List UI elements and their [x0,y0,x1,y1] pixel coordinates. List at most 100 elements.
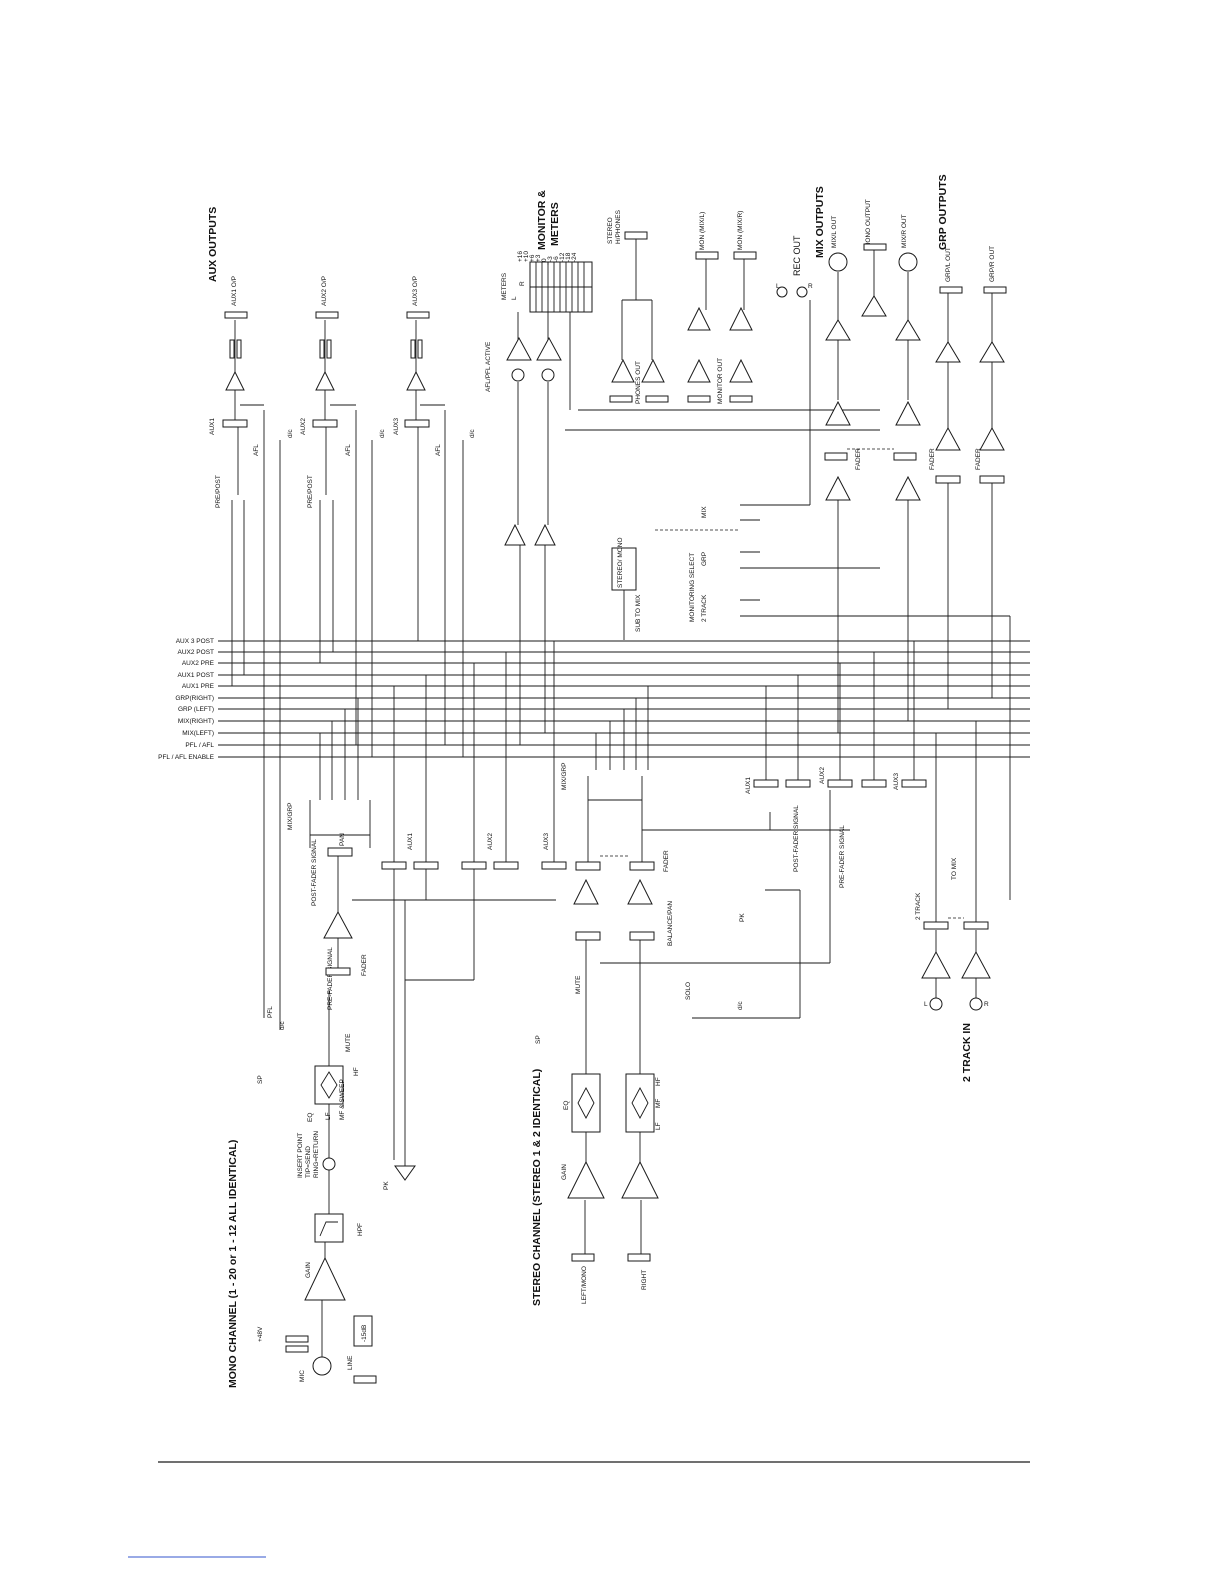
afl-pfl-led-r [541,368,555,382]
stereo-eq-box-l [571,1073,601,1133]
insert-point-label-3: RING=RETURN [313,1131,320,1178]
stereo-sp-label: SP [535,1035,542,1044]
headphones-label: H/PHONES [615,209,622,244]
stereo-fader-l [575,861,601,871]
aux3-afl-label: AFL [435,444,442,456]
mono-gain-amp [304,1256,346,1301]
mono-output-label: MONO OUTPUT [865,199,872,248]
aux1-output-amp [225,370,245,391]
hpf-label: HPF [357,1223,364,1236]
mono-post-fader-amp [323,910,353,939]
mix-r-fader [893,452,917,461]
grp-l-fader-amp [935,426,961,451]
title-aux-outputs: AUX OUTPUTS [207,207,219,282]
mix-l-fader-amp [825,400,851,426]
pad-box [353,1315,373,1347]
rec-out-r-jack [796,286,808,298]
grp-l-fader [935,475,961,484]
mono-fader [325,967,351,976]
aux3-dc-label: d/c [469,429,476,438]
stereo-lf-label: LF [655,1122,662,1130]
two-track-l-jack [929,997,943,1011]
stereo-mono-label: STEREO/ MONO [617,537,624,588]
aux3-label: AUX3 [393,418,400,435]
mono-aux1-label: AUX1 [407,833,414,850]
mono-aux3-pot [541,861,567,870]
stereo-mf-label: MF [655,1099,662,1108]
two-track-pot-l [923,921,949,930]
grp-l-out-amp [935,341,961,363]
mic-xlr [312,1356,332,1376]
stereo-aux1-pot-b [785,779,811,788]
mic-label: MIC [299,1370,306,1382]
title-rec-out: REC OUT [792,235,802,276]
aux2-pre-post-label: PRE/POST [307,475,314,508]
stereo-balance-pan-label: BALANCE/PAN [667,901,674,946]
stereo-fader-label: FADER [663,850,670,872]
stereo-gain-label: GAIN [561,1164,568,1180]
monitor-amp-r [729,306,753,331]
to-mix-label: TO MIX [951,857,958,880]
title-grp-outputs: GRP OUTPUTS [937,174,949,250]
mix-r-summing-amp [895,475,921,501]
bus-label: AUX 3 POST [176,638,214,645]
stereo-pk-label: PK [739,913,746,922]
monitor-out-amp-r [729,358,753,383]
grp-r-fader-amp [979,426,1005,451]
phones-out-label: PHONES OUT [635,361,642,404]
phones-amp-r [641,358,665,383]
aux1-output-jack [224,311,248,319]
monitoring-select-label: MONITORING SELECT [689,553,696,622]
meter-scale-tick: +16 [517,251,524,262]
grp-r-fader-label: FADER [975,448,982,470]
meter-scale-tick: +10 [523,251,530,262]
mix-l-xlr [828,252,848,272]
aux3-master-pot [404,419,430,428]
meter-scale: +16 +10 +6 +3 0 -3 -6 -12 -18 -24 [517,251,578,262]
afl-pfl-amp-r [534,523,556,546]
meter-scale-tick: -24 [571,252,578,262]
aux3-output-amp [406,370,426,391]
stereo-solo-label: SOLO [685,982,692,1000]
stereo-aux2-label: AUX2 [819,767,826,784]
meter-scale-tick: +3 [535,254,542,262]
two-track-amp-r [961,950,991,979]
bus-label: PFL / AFL ENABLE [158,754,215,761]
stereo-aux3-pot [901,779,927,788]
mono-mf-sweep-label: MF & SWEEP [339,1079,346,1120]
title-mix-outputs: MIX OUTPUTS [814,186,826,258]
grp-r-fader [979,475,1005,484]
aux1-master-pot [222,419,248,428]
grp-l-fader-label: FADER [929,448,936,470]
mono-output-jack [863,243,887,251]
aux-outputs-section: AUX1 O/P AUX1 PRE/POST AFL d/c AUX2 O/P … [209,276,476,757]
meter-amp-l [506,336,532,361]
afl-pfl-active-label: AFL/PFL ACTIVE [485,341,492,392]
mix-l-out-label: MIX/L OUT [831,216,838,248]
two-track-amp-l [921,950,951,979]
meter-scale-tick: -6 [553,256,560,262]
mix-fader-label: FADER [855,448,862,470]
stereo-aux1-pot-a [753,779,779,788]
title-2-track-in: 2 TRACK IN [961,1023,973,1082]
mix-r-out-amp [895,319,921,341]
headphones-jack [624,231,648,240]
mix-grp-outputs-section: L R MIX/L OUT MONO OUTPUT MIX/R OUT FADE… [760,199,1011,900]
two-track-label: 2 TRACK [915,892,922,920]
stereo-mute-label: MUTE [575,975,582,994]
meter-l-label: L [511,296,518,300]
mon-mix-r-jack [733,251,757,260]
bus-label: AUX1 PRE [182,683,215,690]
monitor-amp-l [687,306,711,331]
line-jack [353,1375,377,1384]
mix-r-fader-amp [895,400,921,426]
aux1-label: AUX1 [209,418,216,435]
mono-mute-label: MUTE [345,1033,352,1052]
stereo-mix-grp-label: MIX/GRP [561,763,568,790]
title-monitor-meters-2: METERS [549,202,561,246]
two-track-r-jack [969,997,983,1011]
monitor-meters-section: METERS L R +16 +10 +6 +3 0 -3 -6 -12 -18… [485,209,880,745]
sub-to-mix-label: SUB TO MIX [635,594,642,632]
mono-pan-pot [327,847,353,857]
aux2-afl-label: AFL [345,444,352,456]
